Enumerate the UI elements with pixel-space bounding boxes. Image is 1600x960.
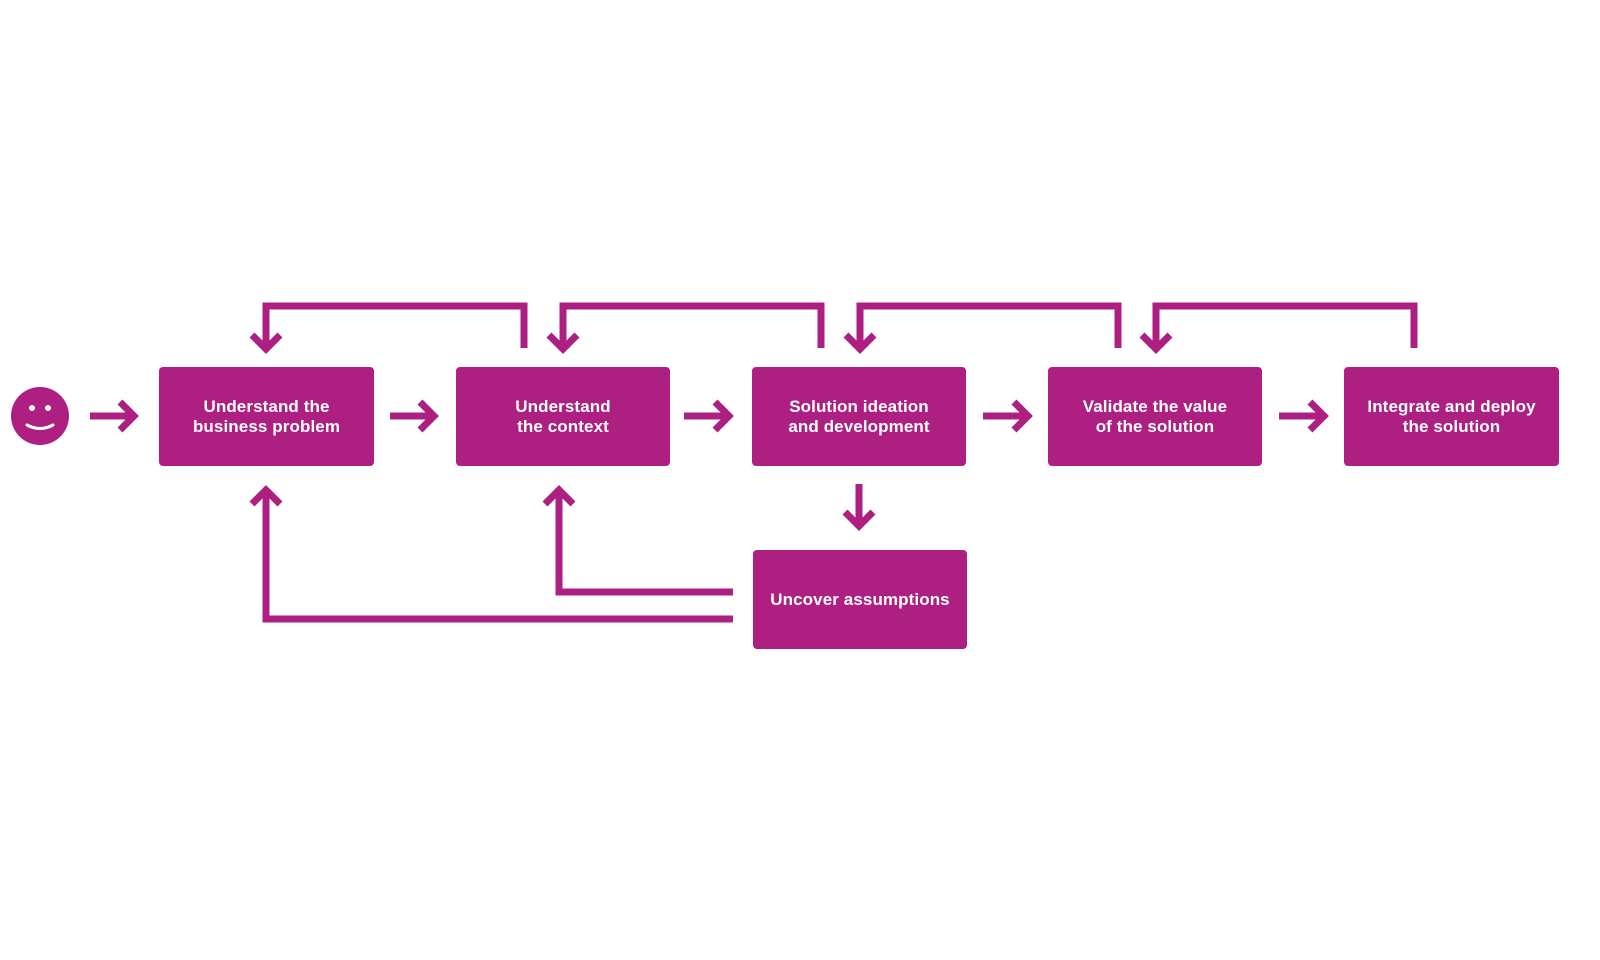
arrow-step1-to-step2 [390,399,439,433]
step-label: Solution ideation and development [788,396,930,436]
step-solution-ideation: Solution ideation and development [752,367,966,466]
step-integrate-deploy: Integrate and deploy the solution [1344,367,1559,466]
arrow-step4-to-step5 [1279,399,1329,433]
arrow-step3-to-step4 [983,399,1033,433]
feedback-step5-to-step4 [1139,302,1418,354]
step-label: Integrate and deploy the solution [1367,396,1536,436]
step-label: Uncover assumptions [770,589,950,609]
feedback-step4-to-step3 [843,302,1122,354]
step-label: Understand the context [515,396,611,436]
feedback-step2-to-step1 [249,302,528,354]
step-understand-business-problem: Understand the business problem [159,367,374,466]
feedback-uncover-to-step1 [249,485,733,623]
smiley-face-icon [11,387,69,445]
feedback-uncover-to-step2 [542,485,733,596]
feedback-step3-to-step2 [546,302,825,354]
step-label: Understand the business problem [192,396,341,436]
step-validate-value: Validate the value of the solution [1048,367,1262,466]
arrow-step3-to-uncover [842,484,876,531]
step-label: Validate the value of the solution [1082,396,1228,436]
arrow-step2-to-step3 [684,399,734,433]
step-understand-context: Understand the context [456,367,670,466]
arrow-start-to-step1 [90,399,139,433]
step-uncover-assumptions: Uncover assumptions [753,550,967,649]
